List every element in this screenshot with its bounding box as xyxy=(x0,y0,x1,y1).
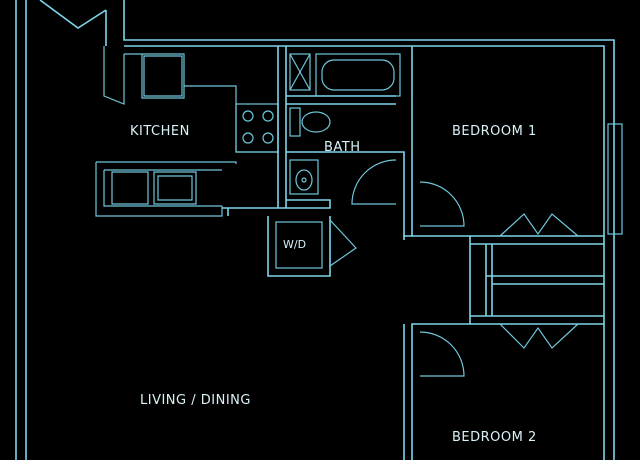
sink-icon xyxy=(289,159,319,195)
living-dining-label: LIVING / DINING xyxy=(140,393,251,408)
closet1-bifold-doors xyxy=(499,213,579,237)
laundry-label: W/D xyxy=(283,238,306,251)
kitchen-label: KITCHEN xyxy=(130,124,190,139)
bedroom1-label: BEDROOM 1 xyxy=(452,124,537,139)
laundry-closet xyxy=(267,216,357,277)
toilet-icon xyxy=(289,107,331,137)
bath-door-swing xyxy=(351,159,397,205)
bath-walls xyxy=(222,46,413,237)
outer-walls xyxy=(15,0,615,460)
bedroom1-door-swing xyxy=(419,181,465,227)
bedroom1-window xyxy=(607,123,623,235)
closet2-bifold-doors xyxy=(499,323,579,349)
bathtub-icon xyxy=(315,53,401,97)
stove-icon xyxy=(235,103,279,153)
bath-label: BATH xyxy=(324,140,361,155)
linen-closet-icon xyxy=(289,53,311,91)
bedroom2-label: BEDROOM 2 xyxy=(452,430,537,445)
hall-walls xyxy=(403,235,604,460)
bedroom2-door-swing xyxy=(419,331,465,377)
